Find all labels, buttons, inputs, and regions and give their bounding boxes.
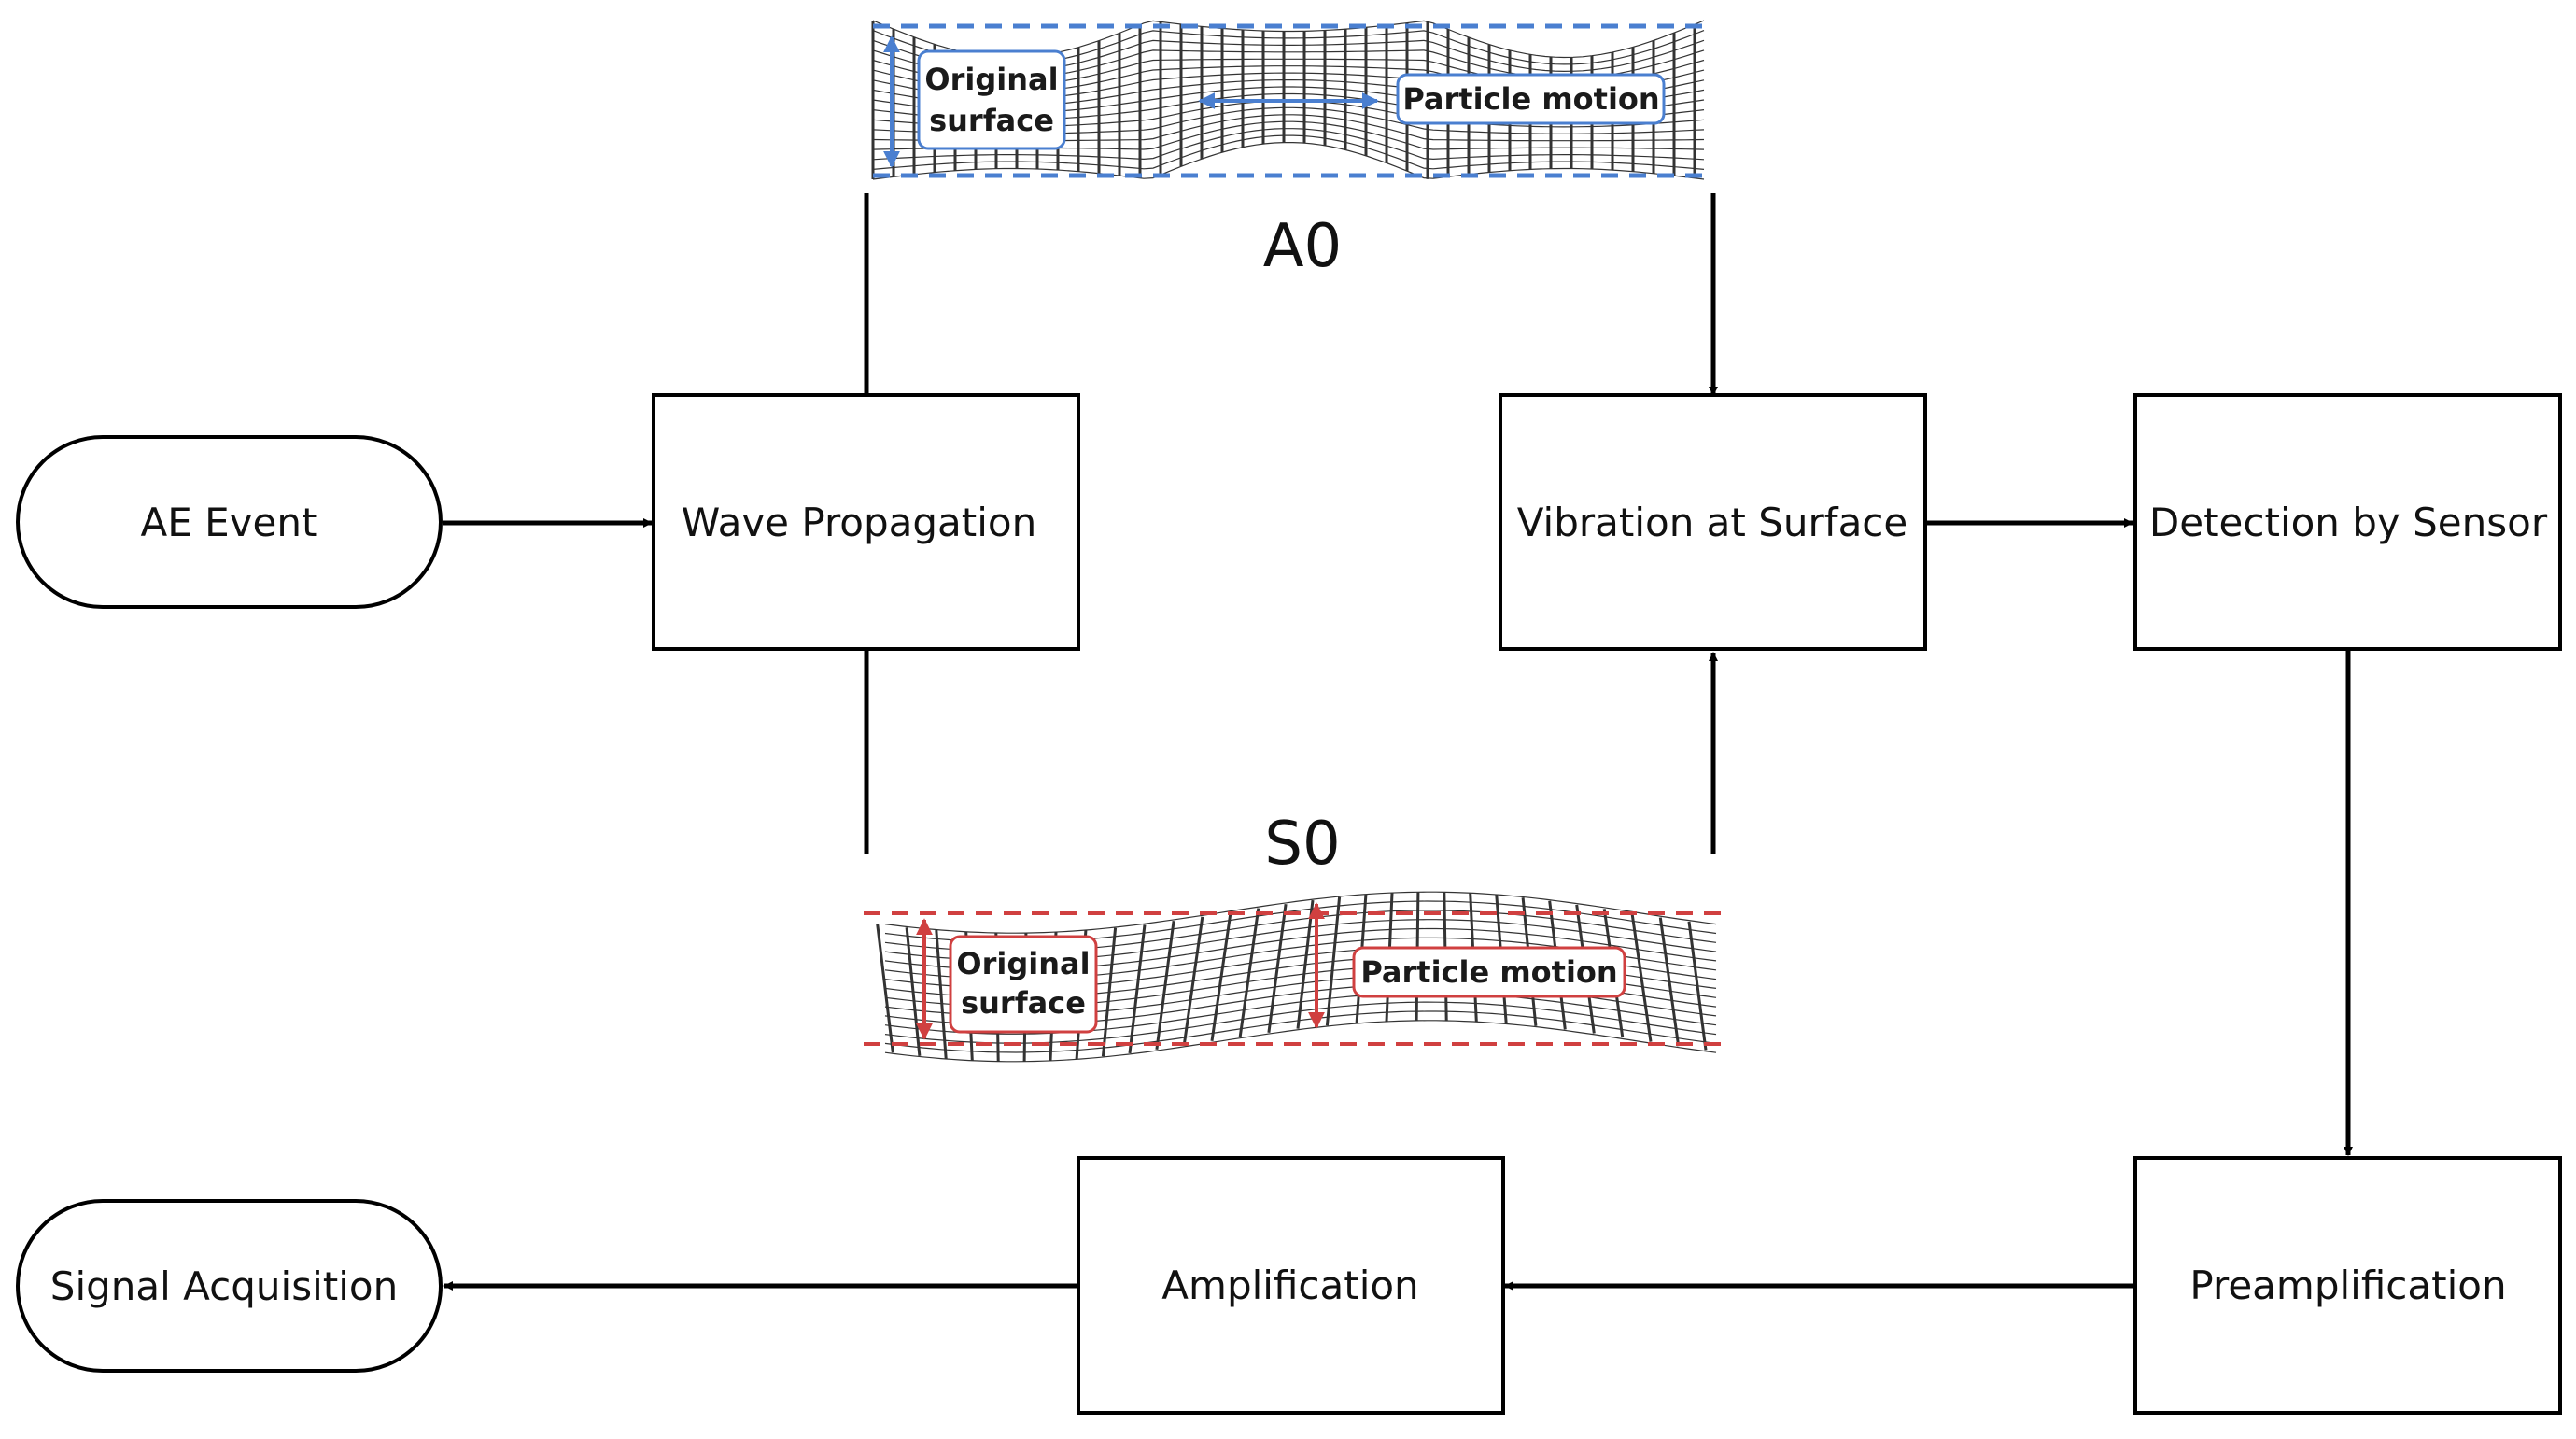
a0-original-surface-label-line1: Original xyxy=(924,62,1058,97)
amplification-box xyxy=(1077,1156,1505,1415)
node-amplification: Amplification xyxy=(1077,1156,1505,1415)
a0-mode-label: A0 xyxy=(1263,212,1343,281)
s0-grid-column xyxy=(1267,904,1288,1033)
s0-particle-motion-label: Particle motion xyxy=(1360,954,1617,990)
s0-grid-column xyxy=(1658,917,1681,1047)
s0-grid-column xyxy=(1128,924,1147,1054)
s0-particle-motion-box xyxy=(1352,946,1626,998)
s0-mode-illustration: Original surface Particle motion xyxy=(864,891,1727,1063)
a0-grid-row xyxy=(872,142,1705,180)
node-ae-event: AE Event xyxy=(16,435,443,609)
s0-grid-column xyxy=(1325,896,1342,1026)
preamplification-box xyxy=(2133,1156,2562,1415)
node-signal-acquisition: Signal Acquisition xyxy=(16,1199,443,1373)
s0-original-surface-label-line2: surface xyxy=(961,985,1086,1021)
ae-event-label: AE Event xyxy=(141,500,317,545)
a0-particle-motion-label: Particle motion xyxy=(1402,81,1659,117)
a0-original-surface-label-line2: surface xyxy=(929,103,1054,138)
s0-grid-column xyxy=(935,929,948,1059)
s0-grid-column xyxy=(1182,916,1204,1046)
ae-event-terminal xyxy=(16,435,443,609)
s0-grid-column xyxy=(1155,921,1175,1050)
signal-acquisition-terminal xyxy=(16,1199,443,1373)
signal-acquisition-label: Signal Acquisition xyxy=(50,1263,398,1309)
a0-original-surface-box xyxy=(917,49,1066,150)
s0-grid-row xyxy=(884,891,1717,934)
vibration-at-surface-box xyxy=(1499,393,1927,651)
node-preamplification: Preamplification xyxy=(2133,1156,2562,1415)
s0-grid-column xyxy=(1101,927,1118,1057)
amplification-label: Amplification xyxy=(1161,1263,1418,1308)
wave-propagation-box xyxy=(652,393,1080,651)
detection-by-sensor-label: Detection by Sensor xyxy=(2149,500,2548,545)
s0-grid-column xyxy=(1210,911,1232,1042)
vibration-at-surface-label: Vibration at Surface xyxy=(1517,500,1908,545)
s0-original-surface-box xyxy=(949,935,1098,1034)
node-wave-propagation: Wave Propagation xyxy=(652,393,1080,651)
a0-mode-illustration: Original surface Particle motion xyxy=(871,20,1705,180)
s0-grid-column xyxy=(1630,912,1653,1042)
a0-grid-row xyxy=(872,134,1705,170)
s0-mode-label: S0 xyxy=(1264,810,1340,879)
a0-grid-row xyxy=(872,128,1705,161)
s0-grid-row xyxy=(884,1020,1717,1063)
s0-grid-column xyxy=(1687,921,1708,1051)
s0-grid-column xyxy=(1238,908,1260,1037)
a0-particle-motion-box xyxy=(1396,73,1666,125)
detection-by-sensor-box xyxy=(2133,393,2562,651)
preamplification-label: Preamplification xyxy=(2189,1263,2506,1308)
node-detection-by-sensor: Detection by Sensor xyxy=(2133,393,2562,651)
s0-grid-column xyxy=(876,924,894,1053)
node-vibration-at-surface: Vibration at Surface xyxy=(1499,393,1927,651)
connectors xyxy=(443,193,2353,1291)
s0-original-surface-label-line1: Original xyxy=(956,946,1090,981)
wave-propagation-label: Wave Propagation xyxy=(682,500,1037,545)
